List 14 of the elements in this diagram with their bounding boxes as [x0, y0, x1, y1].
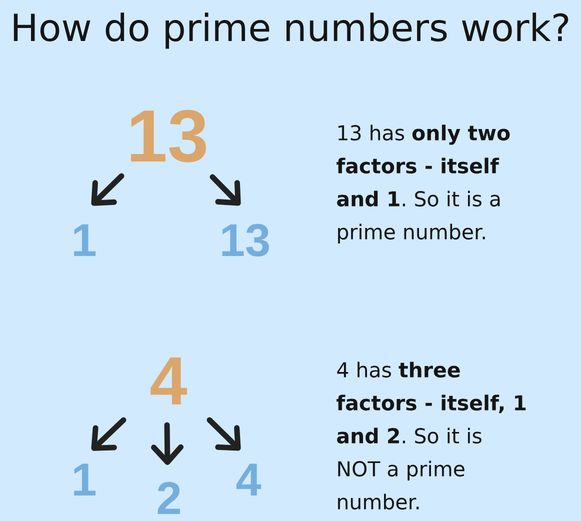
arrow — [210, 174, 241, 206]
explanation-text: 4 has three factors - itself, 1 and 2. So it is NOT a prime number. — [336, 362, 526, 510]
arrow — [206, 417, 241, 451]
number: 4 — [150, 358, 188, 404]
factor-number: 13 — [222, 224, 269, 256]
explanation-text: 13 has only two factors - itself and 1. So it is a prime number. — [336, 124, 510, 244]
factor-number: 4 — [236, 464, 262, 496]
arrow — [91, 173, 124, 206]
factor-number: 2 — [158, 482, 180, 514]
arrow — [91, 417, 126, 451]
title: How do prime numbers work? — [14, 12, 568, 49]
factor-number: 1 — [74, 464, 96, 496]
number: 13 — [131, 110, 206, 162]
factor-number: 1 — [74, 224, 96, 256]
